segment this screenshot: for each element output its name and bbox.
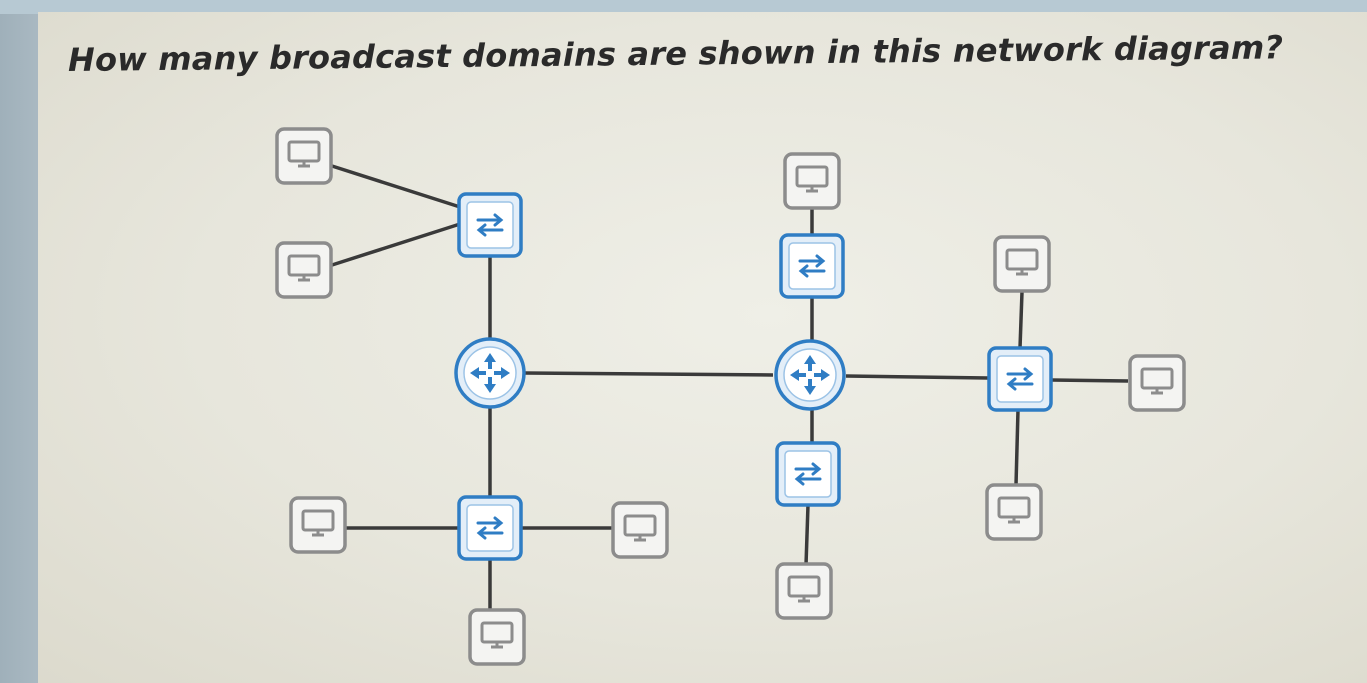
cable	[845, 374, 989, 380]
switch-icon	[457, 495, 523, 561]
switch-icon	[457, 192, 523, 258]
switch-icon	[775, 441, 841, 507]
computer-icon	[783, 152, 841, 210]
cable	[331, 164, 461, 209]
cable	[804, 504, 810, 566]
cable	[523, 371, 774, 377]
computer-icon	[468, 608, 526, 666]
switch-icon	[987, 346, 1053, 412]
cable	[331, 222, 461, 267]
computer-icon	[993, 235, 1051, 293]
switch-icon	[779, 233, 845, 299]
network-cables	[331, 164, 1129, 610]
computer-icon	[289, 496, 347, 554]
router-icon	[454, 337, 526, 409]
computer-icon	[611, 501, 669, 559]
computer-icon	[985, 483, 1043, 541]
cable	[1050, 378, 1129, 383]
router-icon	[774, 339, 846, 411]
cable	[1018, 291, 1024, 349]
computer-icon	[275, 127, 333, 185]
computer-icon	[275, 241, 333, 299]
computer-icon	[1128, 354, 1186, 412]
worksheet-paper	[38, 12, 1367, 683]
computer-icon	[775, 562, 833, 620]
cable	[1014, 409, 1020, 486]
